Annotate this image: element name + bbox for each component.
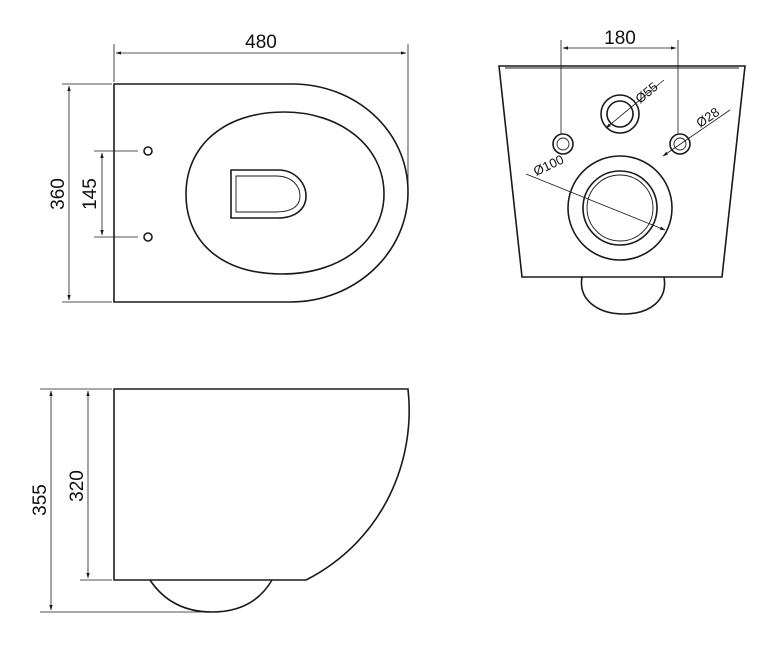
- water-inlet-outer: [600, 94, 640, 134]
- rear-view: 180 Ø55 Ø28 Ø100: [498, 28, 746, 315]
- bowl-height-dimension-label: 320: [67, 470, 88, 502]
- rear-view-outline: [498, 65, 746, 278]
- fixing-hole-right: [669, 133, 691, 155]
- water-inlet-inner: [606, 100, 634, 128]
- outlet-label: Ø100: [531, 152, 566, 179]
- fixing-hole-label: Ø28: [693, 104, 722, 130]
- outlet-leader: [525, 173, 666, 231]
- rear-view-bowl-bottom: [580, 276, 666, 315]
- side-view: 355 320: [30, 388, 410, 613]
- depth-dimension-label: 360: [48, 178, 69, 210]
- outlet-outer-circle: [567, 155, 673, 261]
- top-view-outline: [113, 83, 409, 303]
- fixing-hole-left: [552, 133, 574, 155]
- bowl-outlet: [230, 169, 307, 219]
- water-inlet-leader: [605, 79, 665, 129]
- fixing-spacing-dimension-label: 145: [80, 178, 101, 210]
- side-view-outline: [113, 388, 410, 581]
- bowl-outlet-inner: [235, 175, 301, 213]
- fixing-hole-upper: [143, 146, 153, 156]
- bowl-rim: [185, 111, 385, 275]
- width-dimension-label: 480: [245, 32, 277, 53]
- rear-fixing-spacing-dimension-label: 180: [604, 28, 636, 49]
- top-view: 480 360 145: [48, 32, 409, 303]
- fixing-hole-lower: [143, 232, 153, 242]
- fixing-hole-leader: [662, 109, 731, 157]
- side-view-bowl-bottom: [149, 579, 273, 613]
- total-height-dimension-label: 355: [30, 484, 51, 516]
- outlet-inner-circle: [582, 170, 658, 246]
